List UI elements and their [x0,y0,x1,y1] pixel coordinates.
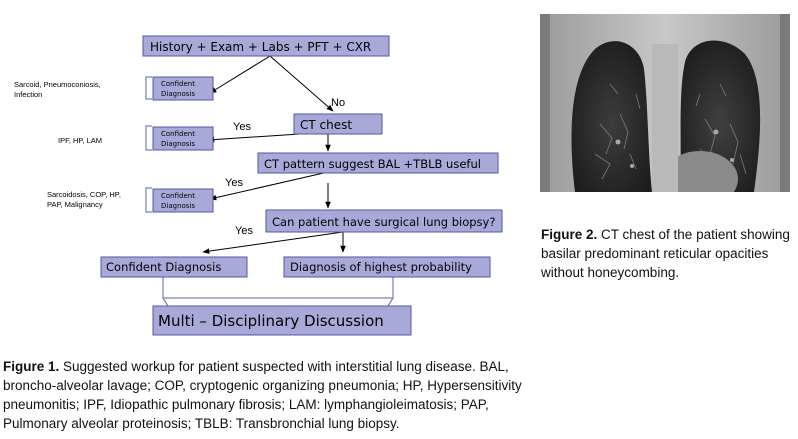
figure1-caption: Figure 1. Suggested workup for patient s… [3,359,522,431]
svg-text:Confident: Confident [161,80,195,88]
node-history: History + Exam + Labs + PFT + CXR [142,35,390,57]
svg-text:Confident: Confident [161,130,195,138]
node-ct-pattern: CT pattern suggest BAL +TBLB useful [257,152,499,174]
edge-label-yes-1: Yes [233,121,251,133]
svg-text:CT pattern suggest BAL +TBLB u: CT pattern suggest BAL +TBLB useful [264,157,481,171]
svg-text:Diagnosis of highest probabili: Diagnosis of highest probability [290,260,472,274]
svg-text:CT chest: CT chest [300,118,352,132]
node-ct-chest: CT chest [293,113,383,135]
svg-text:Sarcoidosis, COP, HP,: Sarcoidosis, COP, HP, [47,190,121,199]
node-mdd: Multi – Disciplinary Discussion [152,305,412,336]
svg-text:PAP, Malignancy: PAP, Malignancy [47,200,103,209]
node-surgical-biopsy: Can patient have surgical lung biopsy? [265,209,503,233]
edge-label-no: No [331,97,345,109]
figure2-caption: Figure 2. CT chest of the patient showin… [541,227,790,280]
svg-text:Confident Diagnosis: Confident Diagnosis [106,260,221,274]
side-label-2: IPF, HP, LAM [58,136,102,145]
ct-chest-image [540,14,790,192]
svg-text:Diagnosis: Diagnosis [161,140,195,148]
svg-text:Confident: Confident [161,192,195,200]
node-highest-probability: Diagnosis of highest probability [283,256,491,278]
svg-text:Multi – Disciplinary Discussio: Multi – Disciplinary Discussion [158,312,384,330]
svg-text:Can patient have surgical lung: Can patient have surgical lung biopsy? [272,215,495,229]
svg-text:History + Exam + Labs + PFT +: History + Exam + Labs + PFT + CXR [150,40,371,54]
edge-label-yes-3: Yes [235,225,253,237]
small-box-2: Confident Diagnosis [152,126,214,151]
svg-text:Diagnosis: Diagnosis [161,202,195,210]
side-label-1: Sarcoid, Pneumoconiosis, Infection [14,80,101,99]
edge-label-yes-2: Yes [225,177,243,189]
side-label-3: Sarcoidosis, COP, HP, PAP, Malignancy [47,190,121,209]
svg-text:Sarcoid, Pneumoconiosis,: Sarcoid, Pneumoconiosis, [14,80,101,89]
svg-text:Infection: Infection [14,90,42,99]
small-box-3: Confident Diagnosis [152,188,214,213]
small-box-1: Confident Diagnosis [152,76,214,101]
node-confident-diagnosis: Confident Diagnosis [100,256,248,278]
svg-text:Diagnosis: Diagnosis [161,90,195,98]
workup-flowchart: Confident Diagnosis Confident Diagnosis … [14,35,503,336]
